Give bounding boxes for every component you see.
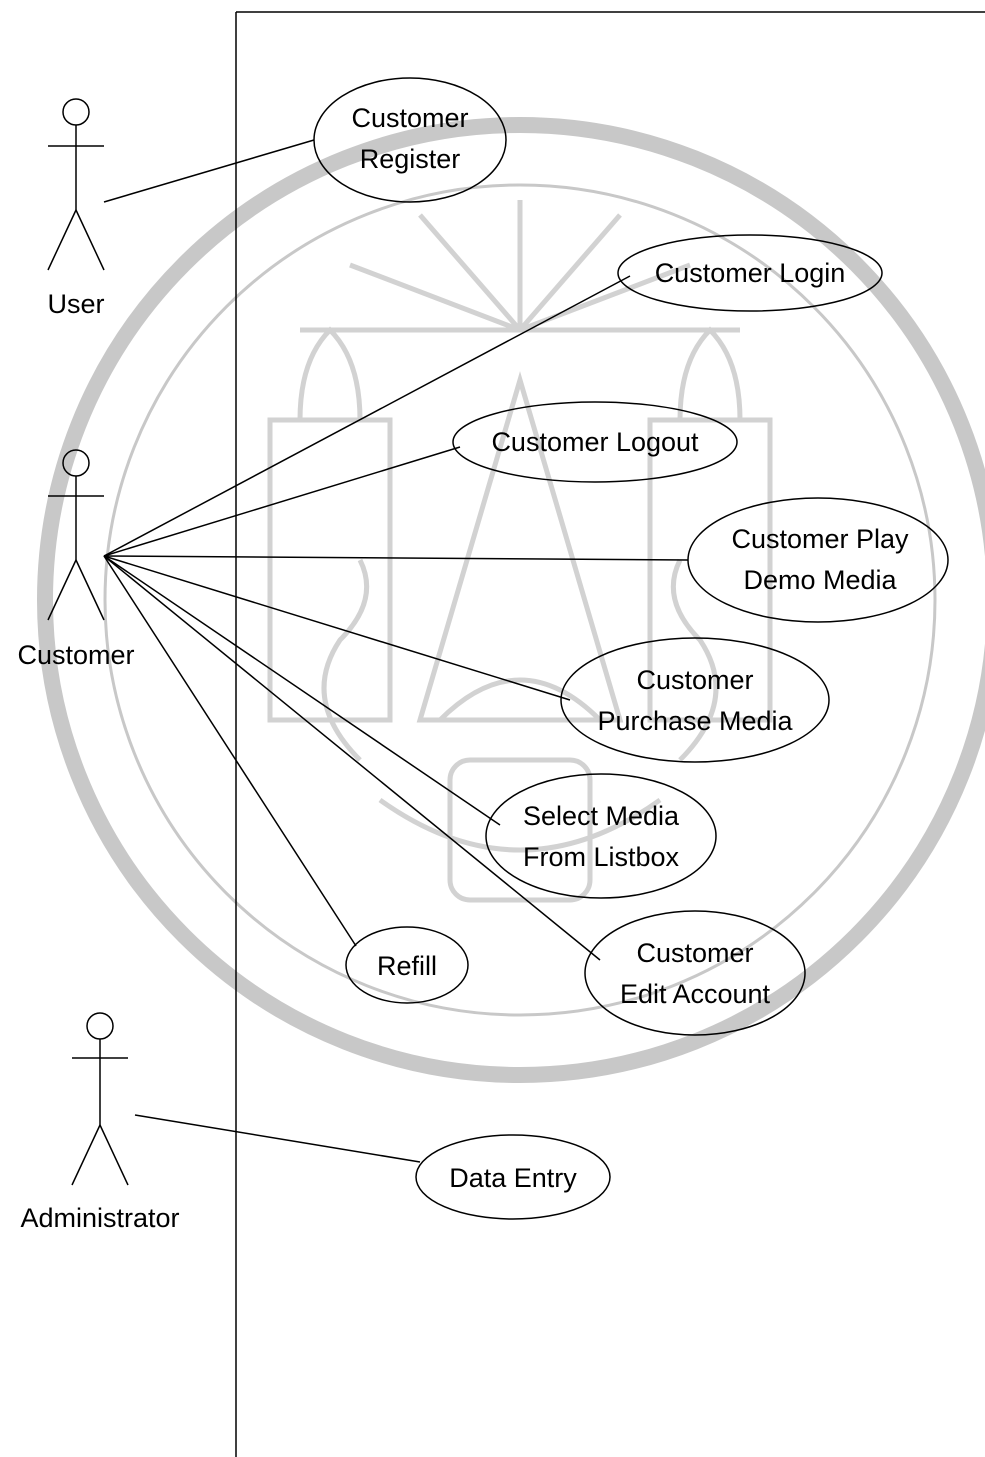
assoc-customer-refill bbox=[103, 555, 357, 947]
use-case-login-label: Customer Login bbox=[655, 258, 846, 288]
use-case-logout-label: Customer Logout bbox=[491, 427, 699, 457]
actor-user-label: User bbox=[47, 289, 104, 319]
system-boundary bbox=[235, 11, 985, 1457]
actor-user: User bbox=[47, 98, 105, 319]
use-case-data-entry: Data Entry bbox=[415, 1134, 611, 1220]
use-case-refill: Refill bbox=[345, 926, 469, 1004]
use-case-logout: Customer Logout bbox=[452, 401, 738, 483]
assoc-customer-purchase bbox=[103, 555, 571, 701]
use-case-login: Customer Login bbox=[617, 234, 883, 312]
use-case-register-line2: Register bbox=[360, 144, 461, 174]
actor-customer: Customer bbox=[17, 449, 135, 670]
use-case-register-line1: Customer bbox=[351, 103, 468, 133]
use-case-refill-label: Refill bbox=[377, 951, 437, 981]
actor-customer-label: Customer bbox=[17, 640, 134, 670]
actor-administrator-label: Administrator bbox=[20, 1203, 179, 1233]
assoc-admin-dataentry bbox=[134, 1114, 421, 1163]
assoc-customer-edit bbox=[103, 555, 601, 961]
assoc-customer-playdemo bbox=[103, 555, 689, 561]
use-case-data-entry-label: Data Entry bbox=[449, 1163, 577, 1193]
use-case-play-demo: Customer Play Demo Media bbox=[687, 497, 949, 623]
use-case-play-demo-line1: Customer Play bbox=[731, 524, 909, 554]
assoc-user-register bbox=[103, 139, 315, 203]
use-case-play-demo-line2: Demo Media bbox=[743, 565, 897, 595]
use-case-select-media: Select Media From Listbox bbox=[485, 773, 717, 899]
use-case-edit-account-line1: Customer bbox=[636, 938, 753, 968]
use-case-edit-account: Customer Edit Account bbox=[584, 910, 806, 1036]
actor-administrator: Administrator bbox=[20, 1012, 180, 1233]
assoc-customer-select bbox=[103, 555, 501, 826]
use-case-select-media-line1: Select Media bbox=[523, 801, 680, 831]
use-case-purchase-line1: Customer bbox=[636, 665, 753, 695]
use-case-purchase-line2: Purchase Media bbox=[597, 706, 793, 736]
use-case-register: Customer Register bbox=[313, 77, 507, 203]
use-case-select-media-line2: From Listbox bbox=[523, 842, 680, 872]
use-case-edit-account-line2: Edit Account bbox=[620, 979, 771, 1009]
assoc-customer-logout bbox=[103, 446, 461, 557]
use-case-purchase: Customer Purchase Media bbox=[560, 637, 830, 763]
watermark-seal bbox=[37, 117, 985, 1083]
assoc-customer-login bbox=[103, 275, 631, 557]
associations bbox=[103, 139, 689, 1163]
